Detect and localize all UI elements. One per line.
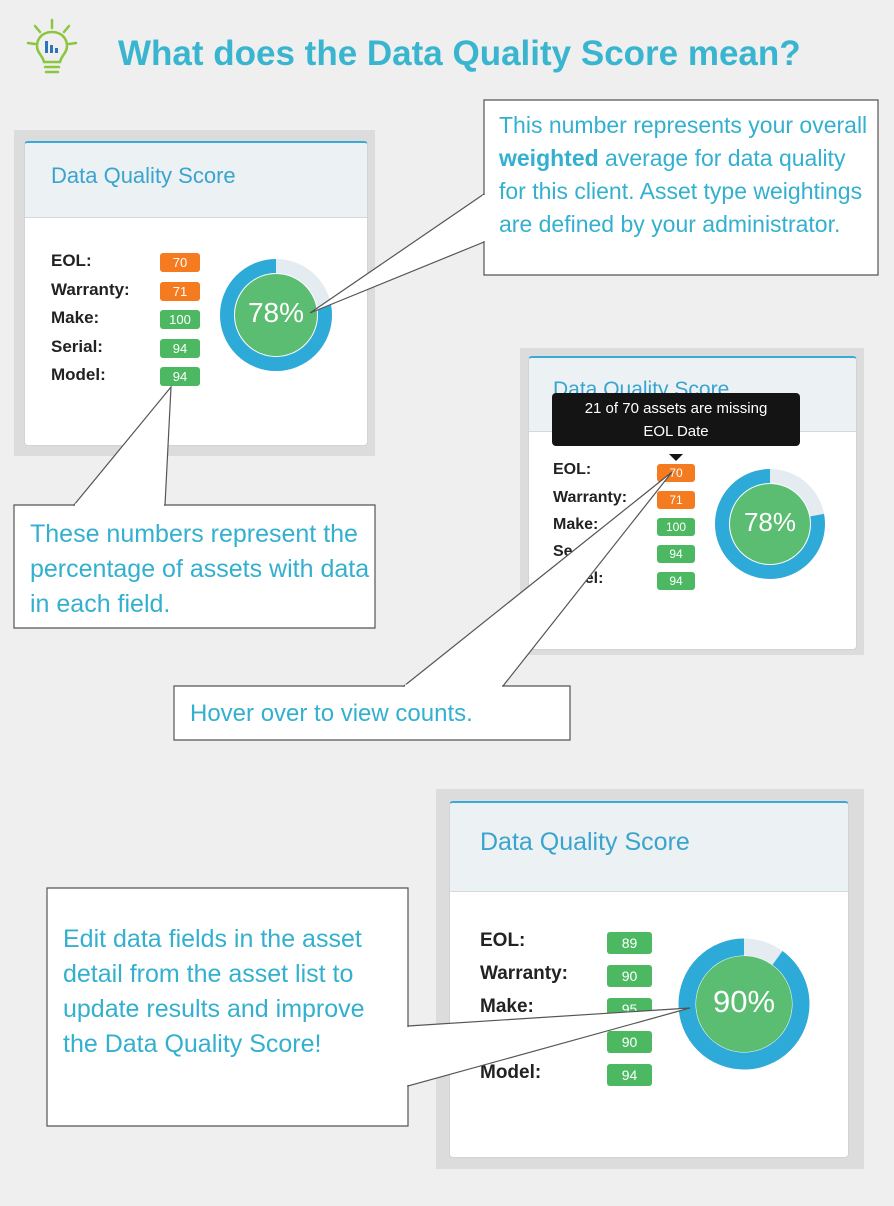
field-label: Warranty: (553, 489, 628, 506)
score-badge[interactable]: 100 (657, 518, 695, 536)
callout-text-hover: Hover over to view counts. (190, 700, 473, 727)
field-label: Warranty: (51, 280, 130, 299)
score-badge: 90 (607, 1031, 652, 1053)
callout-pointer-edit (407, 1007, 691, 1087)
callout-bold-word: weighted (499, 145, 599, 171)
score-badge: 94 (607, 1064, 652, 1086)
data-quality-card-top: Data Quality Score EOL: Warranty: Make: … (24, 141, 368, 446)
callout-text-part: This number represents your overall (499, 112, 868, 138)
score-badge: 94 (160, 367, 200, 386)
score-donut (715, 469, 825, 579)
score-badge: 89 (607, 932, 652, 954)
callout-text-percentages: These numbers represent the percentage o… (30, 520, 370, 618)
field-label: Make: (480, 996, 534, 1017)
lightbulb-chart-icon (26, 18, 78, 74)
callout-pointer-hover (402, 471, 673, 687)
card-title: Data Quality Score (51, 163, 236, 188)
score-badge: 70 (160, 253, 200, 272)
score-badge: 100 (160, 310, 200, 329)
field-label: Model: (51, 365, 106, 384)
score-value: 78% (247, 297, 305, 328)
field-label: EOL: (51, 251, 92, 270)
page-title: What does the Data Quality Score mean? (118, 34, 801, 73)
tooltip-line: 21 of 70 assets are missing (584, 400, 768, 417)
callout-text-part: average for data quality for this client… (499, 145, 863, 237)
field-label: Model: (480, 1062, 542, 1083)
callout-text-edit: Edit data fields in the asset detail fro… (63, 925, 365, 1058)
callout-pointer-percentages (72, 385, 172, 506)
score-badge[interactable]: 71 (657, 491, 695, 509)
field-label: EOL: (553, 461, 592, 478)
score-badge: 71 (160, 282, 200, 301)
callout-pointer-weighted (309, 192, 485, 314)
card-header (25, 143, 367, 218)
field-label: Make: (51, 308, 100, 327)
card-title: Data Quality Score (480, 828, 690, 856)
callout-text-weighted: This number represents your overall weig… (499, 109, 869, 241)
tooltip-arrow (669, 454, 683, 461)
field-label: Make: (553, 516, 599, 533)
callout-box-percentages (13, 504, 376, 629)
score-value: 78% (743, 507, 797, 537)
field-label: Serial: (51, 337, 103, 356)
score-value: 90% (712, 984, 776, 1019)
callout-box-edit (46, 887, 409, 1127)
score-badge[interactable]: 94 (657, 572, 695, 590)
score-donut (678, 938, 810, 1070)
field-label: Warranty: (480, 963, 568, 984)
score-badge[interactable]: 94 (657, 545, 695, 563)
field-label: EOL: (480, 930, 526, 951)
score-donut (220, 259, 332, 371)
eol-tooltip: 21 of 70 assets are missing EOL Date (552, 393, 800, 446)
card-header (450, 803, 848, 892)
score-badge: 90 (607, 965, 652, 987)
score-badge: 94 (160, 339, 200, 358)
tooltip-line: EOL Date (643, 423, 709, 440)
